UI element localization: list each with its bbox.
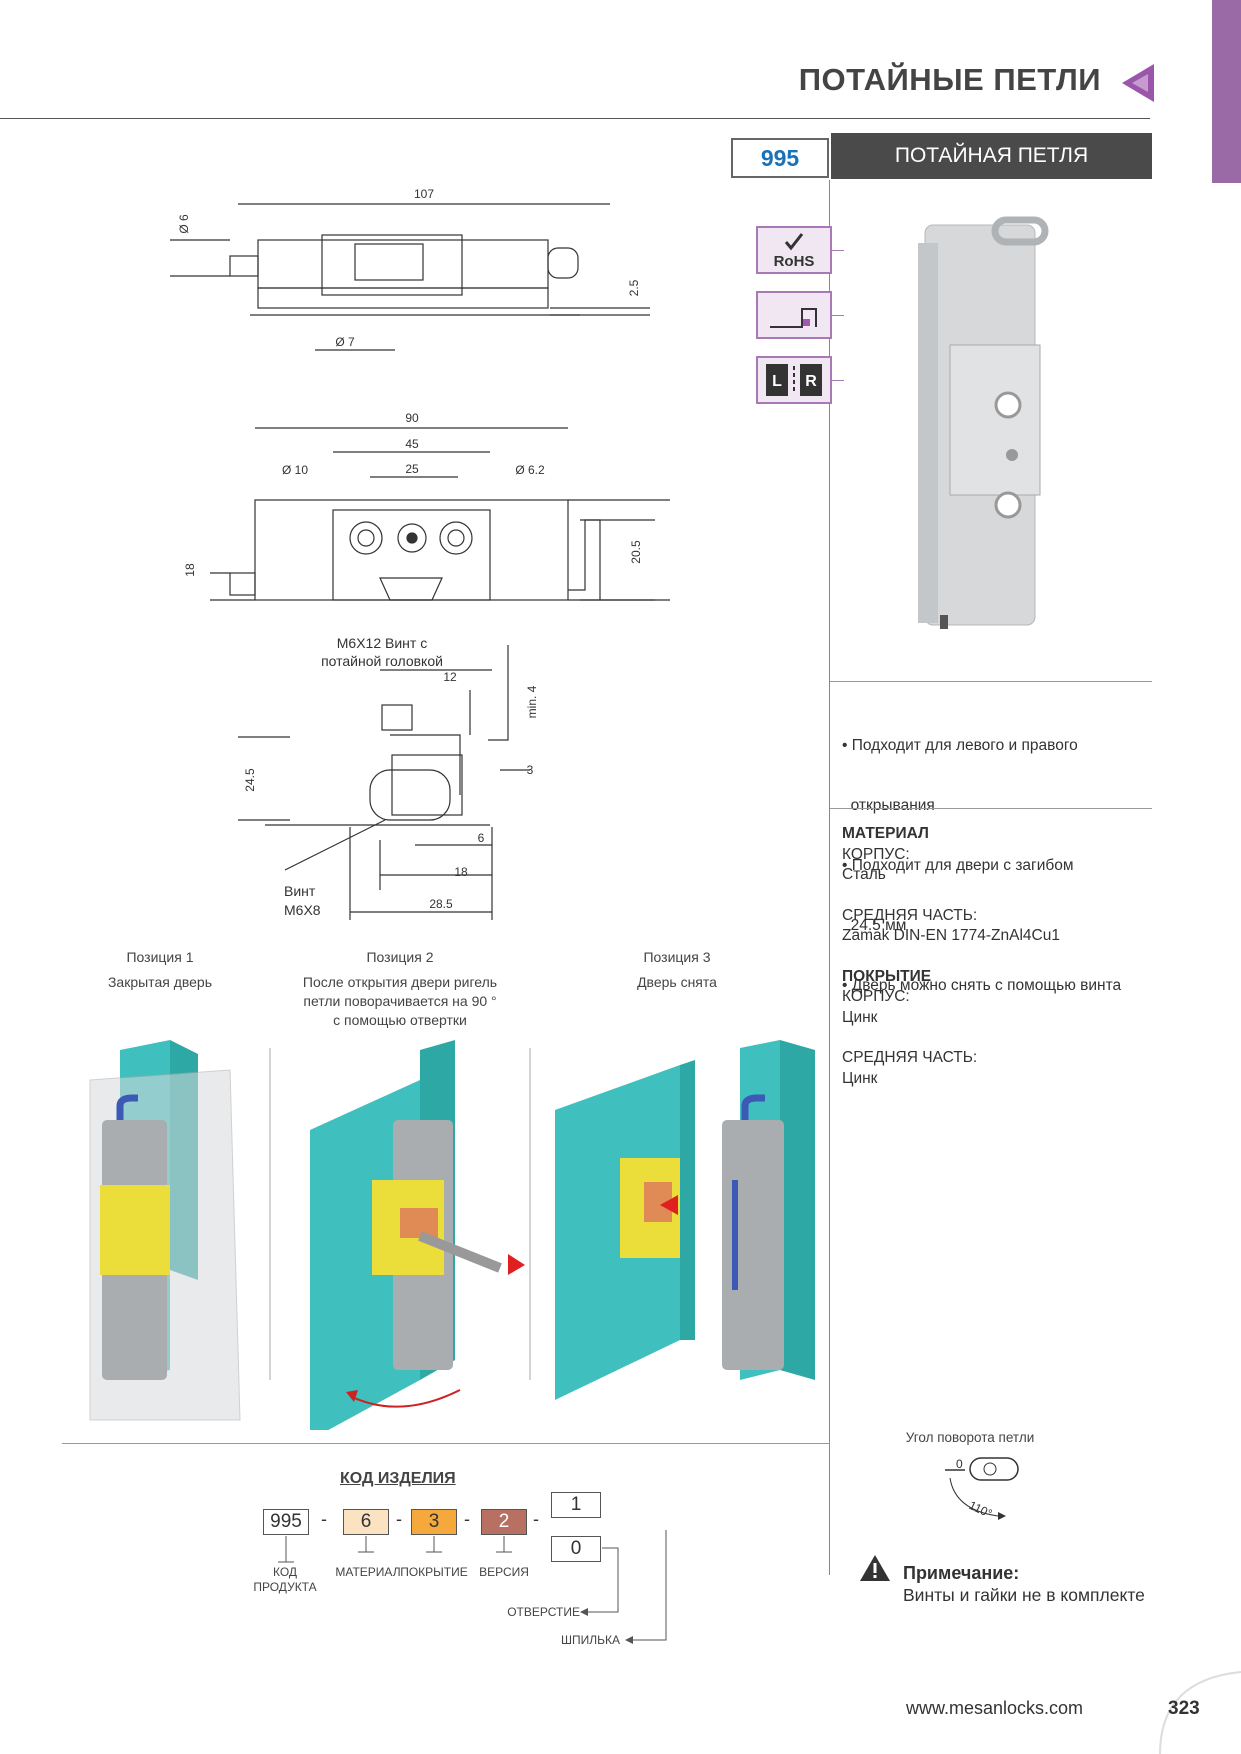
code-option-stud-box: 0 [551, 1536, 601, 1562]
svg-text:потайной головкой: потайной головкой [321, 653, 443, 669]
svg-text:25: 25 [405, 462, 419, 476]
svg-text:min. 4: min. 4 [525, 685, 539, 718]
code-coating-box: 3 [411, 1509, 457, 1535]
product-code-box: 995 [731, 138, 829, 178]
rohs-badge: RoHS [756, 226, 832, 274]
page-title: ПОТАЙНЫЕ ПЕТЛИ [798, 62, 1101, 97]
position-3-caption: Позиция 3 Дверь снята [637, 949, 717, 990]
svg-text:28.5: 28.5 [429, 897, 453, 911]
svg-text:Винт: Винт [284, 883, 316, 899]
label-hole: ОТВЕРСТИЕ [507, 1605, 580, 1619]
position-2-caption: Позиция 2 После открытия двери ригель пе… [302, 949, 498, 1028]
code-connectors [278, 1530, 667, 1644]
svg-text:Ø 7: Ø 7 [335, 335, 355, 349]
label-version: ВЕРСИЯ [479, 1565, 529, 1579]
material-section: МАТЕРИАЛ КОРПУС: Сталь СРЕДНЯЯ ЧАСТЬ: Za… [842, 824, 1060, 1089]
feature-line: • Подходит для левого и правого [842, 737, 1078, 754]
svg-text:Ø 10: Ø 10 [282, 463, 308, 477]
product-photo [918, 216, 1049, 629]
note-title: Примечание: [903, 1563, 1020, 1583]
svg-text:18: 18 [454, 865, 468, 879]
material-mid-label: СРЕДНЯЯ ЧАСТЬ: [842, 906, 978, 924]
label-coating: ПОКРЫТИЕ [400, 1565, 468, 1579]
feature-line: • Подходит для двери с загибом [842, 857, 1074, 874]
left-right-badge: L R [756, 356, 832, 404]
position-illustrations [89, 1040, 815, 1430]
title-arrow-icon [1122, 64, 1154, 102]
left-right-icon: L R [766, 364, 822, 396]
right-label: R [805, 373, 817, 390]
svg-text:45: 45 [405, 437, 419, 451]
feature-line: • Дверь можно снять с помощью винта [842, 977, 1122, 994]
rohs-icon: RoHS [774, 233, 815, 270]
header-divider [0, 118, 1150, 119]
material-body-label: КОРПУС: [842, 845, 910, 863]
svg-text:20.5: 20.5 [629, 540, 643, 564]
svg-text:Ø 6: Ø 6 [177, 214, 191, 234]
page-number: 323 [1168, 1698, 1200, 1719]
coating-mid-value: Цинк [842, 1069, 878, 1087]
label-code-product: КОД ПРОДУКТА [253, 1565, 317, 1594]
technical-drawings: 107 Ø 6 2.5 Ø 7 90 45 25 Ø 10 Ø 6.2 18 2… [170, 187, 670, 920]
section-divider [62, 1443, 830, 1444]
rotation-diagram: 0 110° [945, 1457, 1019, 1521]
label-material: МАТЕРИАЛ [335, 1565, 401, 1579]
warning-icon [860, 1555, 890, 1581]
rotation-label: Угол поворота петли [905, 1430, 1035, 1445]
page-corner [1159, 1671, 1241, 1754]
svg-text:0: 0 [956, 1457, 963, 1471]
code-product-box: 995 [263, 1509, 309, 1535]
coating-body-value: Цинк [842, 1008, 878, 1026]
feature-line: 24.5 мм [842, 917, 907, 934]
footer-url: www.mesanlocks.com [906, 1698, 1084, 1718]
svg-text:107: 107 [414, 187, 434, 201]
svg-text:3: 3 [527, 763, 534, 777]
door-bend-badge [756, 291, 832, 339]
material-body-value: Сталь [842, 866, 886, 883]
coating-heading: ПОКРЫТИЕ [842, 967, 932, 985]
svg-text:Ø 6.2: Ø 6.2 [515, 463, 545, 477]
svg-text:110°: 110° [967, 1498, 995, 1521]
coating-body-label: КОРПУС: [842, 988, 910, 1005]
svg-text:90: 90 [405, 411, 419, 425]
code-option-hole-box: 1 [551, 1492, 601, 1518]
coating-mid-label: СРЕДНЯЯ ЧАСТЬ: [842, 1049, 978, 1066]
material-mid-value: Zamak DIN-EN 1774-ZnAl4Cu1 [842, 927, 1060, 944]
left-label: L [772, 373, 782, 390]
feature-line: открывания [842, 797, 935, 814]
code-version-box: 2 [481, 1509, 527, 1535]
code-material-box: 6 [343, 1509, 389, 1535]
label-stud: ШПИЛЬКА [561, 1633, 620, 1647]
features-list: • Подходит для левого и правого открыван… [842, 696, 1121, 1016]
position-1-caption: Позиция 1 Закрытая дверь [107, 949, 213, 990]
section-tab [1212, 0, 1241, 183]
svg-text:24.5: 24.5 [243, 768, 257, 792]
product-code-heading: КОД ИЗДЕЛИЯ [340, 1470, 456, 1487]
svg-text:M6X8: M6X8 [284, 902, 321, 918]
material-heading: МАТЕРИАЛ [842, 825, 929, 842]
svg-text:6: 6 [478, 831, 485, 845]
rohs-label: RoHS [774, 253, 815, 270]
svg-text:M6X12 Винт с: M6X12 Винт с [337, 635, 427, 651]
column-divider [829, 180, 830, 1575]
svg-text:2.5: 2.5 [627, 279, 641, 296]
note-text: Винты и гайки не в комплекте [903, 1585, 1145, 1605]
door-bend-icon [770, 308, 817, 328]
svg-text:18: 18 [183, 563, 197, 577]
product-title: ПОТАЙНАЯ ПЕТЛЯ [831, 133, 1152, 179]
svg-text:12: 12 [443, 670, 457, 684]
